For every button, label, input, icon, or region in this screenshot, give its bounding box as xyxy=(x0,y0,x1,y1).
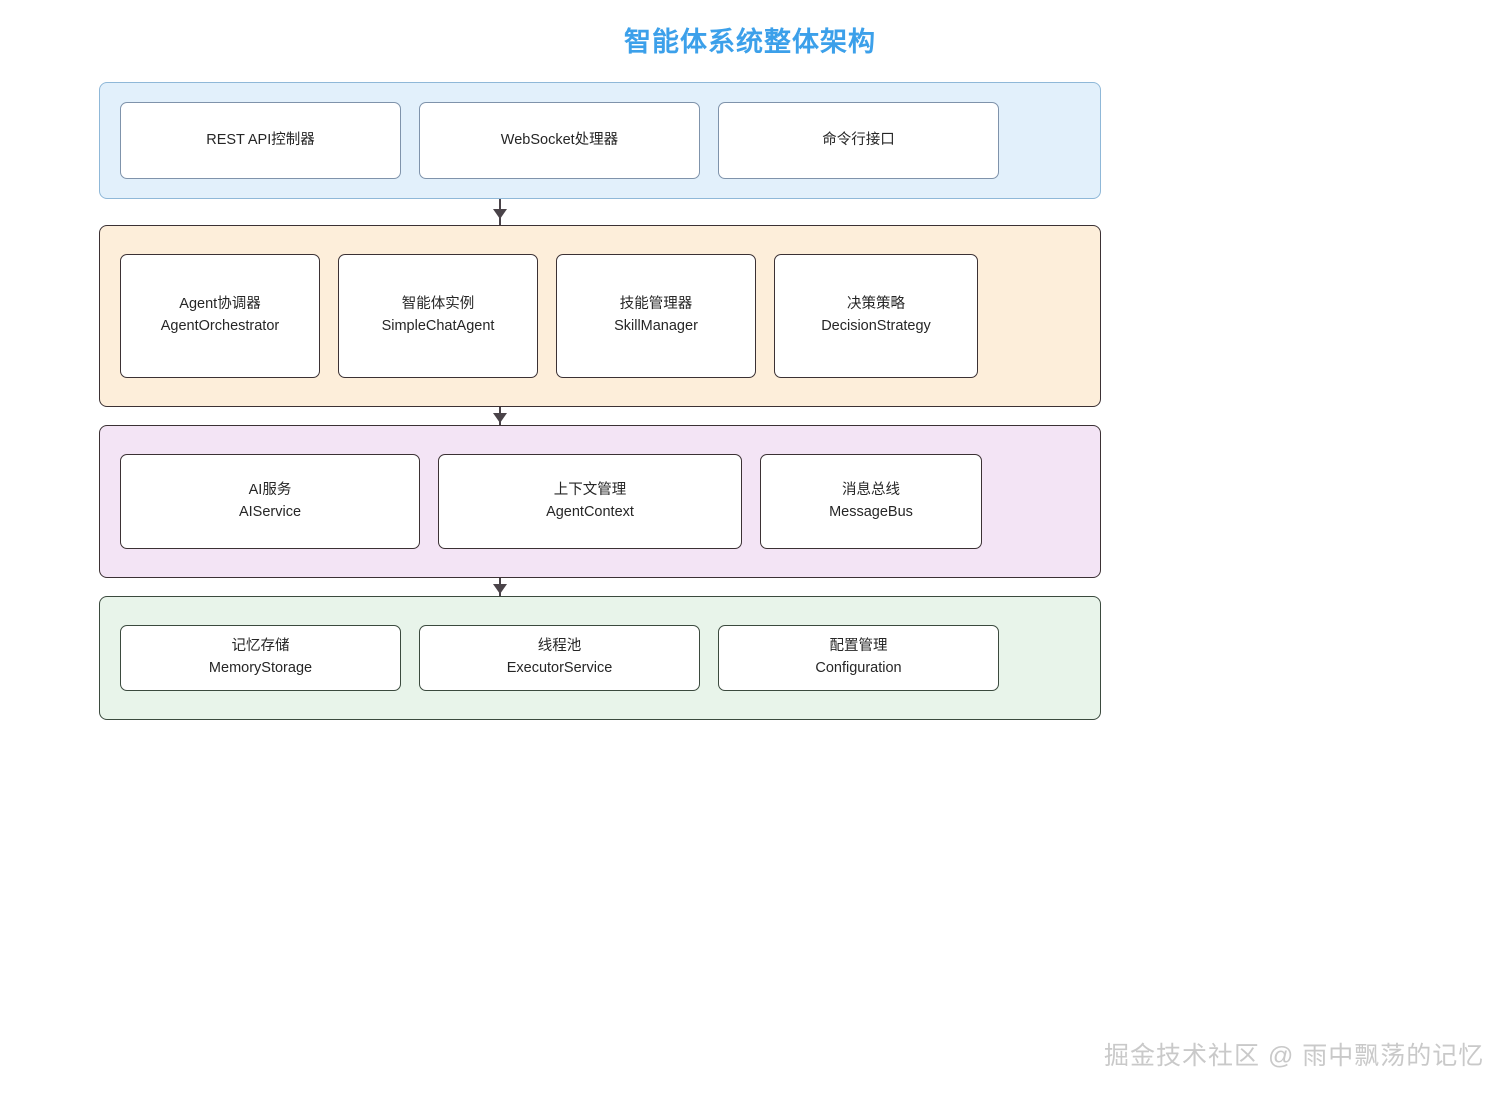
node-label-primary: 消息总线 xyxy=(842,481,900,498)
node-label-primary: AI服务 xyxy=(248,481,292,498)
node-rest-api-controller[interactable]: REST API控制器 xyxy=(120,102,401,179)
node-label-primary: 决策策略 xyxy=(847,296,905,313)
node-agent-context[interactable]: 上下文管理 AgentContext xyxy=(438,454,742,549)
node-agent-orchestrator[interactable]: Agent协调器 AgentOrchestrator xyxy=(120,254,320,378)
node-memory-storage[interactable]: 记忆存储 MemoryStorage xyxy=(120,625,401,691)
layer-service-nodes: AI服务 AIService 上下文管理 AgentContext 消息总线 M… xyxy=(100,434,1100,569)
node-label-secondary: AIService xyxy=(238,503,302,520)
node-cli-interface[interactable]: 命令行接口 xyxy=(718,102,999,179)
arrow-down-icon xyxy=(492,209,507,219)
node-label-secondary: DecisionStrategy xyxy=(821,318,931,334)
node-label-primary: 技能管理器 xyxy=(619,296,693,313)
node-label-secondary: ExecutorService xyxy=(506,660,613,676)
page-title: 智能体系统整体架构 xyxy=(624,27,876,57)
node-message-bus[interactable]: 消息总线 MessageBus xyxy=(760,454,982,549)
node-label-primary: 配置管理 xyxy=(829,638,888,655)
arrow-down-icon xyxy=(492,584,507,594)
node-simple-chat-agent[interactable]: 智能体实例 SimpleChatAgent xyxy=(338,254,538,378)
node-label-primary: 线程池 xyxy=(537,638,582,655)
layer-infrastructure-nodes: 记忆存储 MemoryStorage 线程池 ExecutorService 配… xyxy=(100,605,1100,711)
node-label-secondary: Configuration xyxy=(815,660,902,676)
layer-service: AI服务 AIService 上下文管理 AgentContext 消息总线 M… xyxy=(99,425,1101,578)
node-label-secondary: MessageBus xyxy=(829,503,913,520)
node-executor-service[interactable]: 线程池 ExecutorService xyxy=(419,625,700,691)
architecture-diagram: REST API控制器 WebSocket处理器 命令行接口 Agent协调器 … xyxy=(99,82,1101,720)
node-label-primary: 上下文管理 xyxy=(553,481,627,498)
connector-core-to-service xyxy=(99,407,1101,425)
layer-agent-core-nodes: Agent协调器 AgentOrchestrator 智能体实例 SimpleC… xyxy=(100,234,1100,398)
node-label-secondary: AgentContext xyxy=(546,503,634,520)
node-label-primary: Agent协调器 xyxy=(179,296,261,313)
node-label-primary: 命令行接口 xyxy=(822,131,895,148)
layer-infrastructure: 记忆存储 MemoryStorage 线程池 ExecutorService 配… xyxy=(99,596,1101,720)
node-label-secondary: AgentOrchestrator xyxy=(160,318,280,334)
node-configuration[interactable]: 配置管理 Configuration xyxy=(718,625,999,691)
connector-interface-to-core xyxy=(99,199,1101,225)
layer-agent-core: Agent协调器 AgentOrchestrator 智能体实例 SimpleC… xyxy=(99,225,1101,407)
node-label-secondary: SkillManager xyxy=(614,318,698,334)
node-label-primary: 记忆存储 xyxy=(231,638,290,655)
node-label-primary: WebSocket处理器 xyxy=(500,131,619,148)
watermark: 掘金技术社区 @ 雨中飘荡的记忆 xyxy=(1104,1042,1485,1070)
layer-interface-nodes: REST API控制器 WebSocket处理器 命令行接口 xyxy=(100,82,1100,199)
node-label-primary: 智能体实例 xyxy=(401,296,475,313)
node-ai-service[interactable]: AI服务 AIService xyxy=(120,454,420,549)
node-websocket-handler[interactable]: WebSocket处理器 xyxy=(419,102,700,179)
node-label-secondary: MemoryStorage xyxy=(208,660,313,676)
layer-interface: REST API控制器 WebSocket处理器 命令行接口 xyxy=(99,82,1101,199)
connector-service-to-infra xyxy=(99,578,1101,596)
node-decision-strategy[interactable]: 决策策略 DecisionStrategy xyxy=(774,254,978,378)
arrow-down-icon xyxy=(492,413,507,423)
node-label-secondary: SimpleChatAgent xyxy=(381,318,495,334)
node-label-primary: REST API控制器 xyxy=(206,131,315,148)
node-skill-manager[interactable]: 技能管理器 SkillManager xyxy=(556,254,756,378)
